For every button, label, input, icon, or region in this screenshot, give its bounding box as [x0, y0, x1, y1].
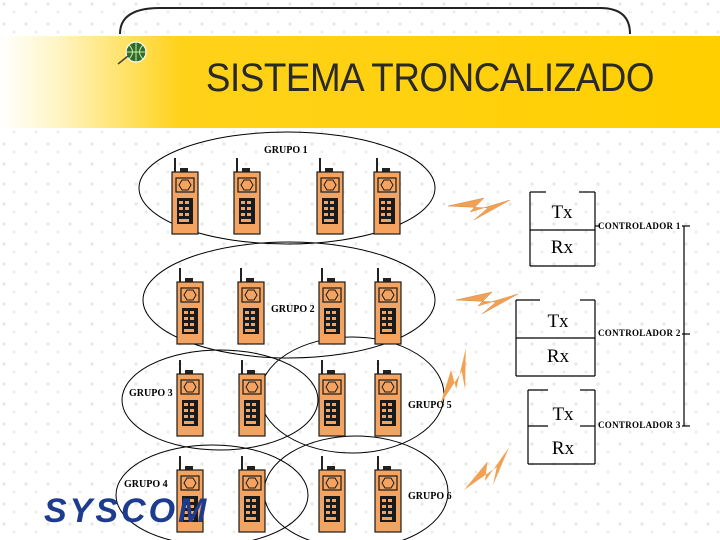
radio-icon: [238, 455, 266, 533]
lightning-icon: [440, 348, 466, 405]
svg-text:SYSCOM: SYSCOM: [44, 492, 209, 530]
title-band: [0, 36, 720, 128]
radio-icon: [374, 455, 402, 533]
radio-icon: [318, 359, 346, 437]
radio-icon: [318, 455, 346, 533]
group-1-ellipse: [138, 131, 436, 245]
station-1: Tx Rx: [529, 191, 600, 267]
station-2-tx: Tx: [547, 311, 569, 332]
station-3-rx: Rx: [552, 438, 575, 459]
controller-2-label: CONTROLADOR 2: [598, 328, 681, 338]
radio-icon: [171, 157, 199, 235]
radio-icon: [318, 267, 346, 345]
group-6-label: GRUPO 6: [408, 491, 452, 502]
radio-icon: [373, 157, 401, 235]
radio-icon: [316, 157, 344, 235]
group-3-label: GRUPO 3: [129, 388, 173, 399]
station-2: Tx Rx: [515, 299, 596, 377]
header-frame-curve: [119, 7, 631, 35]
station-2-rx: Rx: [547, 346, 570, 367]
group-6-ellipse: [263, 435, 449, 540]
globe-pointer: [117, 55, 129, 65]
station-1-tx: Tx: [551, 202, 573, 223]
group-1-label: GRUPO 1: [264, 145, 308, 156]
group-2-ellipse: [142, 241, 436, 359]
controller-3-label: CONTROLADOR 3: [598, 420, 681, 430]
radio-icon: [176, 359, 204, 437]
radio-icon: [237, 267, 265, 345]
lightning-icon: [464, 447, 510, 490]
group-3-ellipse: [121, 349, 319, 451]
radio-icon: [176, 267, 204, 345]
page-title: SISTEMA TRONCALIZADO: [205, 56, 655, 100]
radio-icon: [374, 267, 402, 345]
group-4-ellipse: [115, 444, 309, 540]
syscom-logo: SYSCOM: [44, 492, 209, 530]
radio-icon: [374, 359, 402, 437]
lightning-icon: [455, 291, 519, 315]
lightning-icon: [447, 197, 511, 221]
station-3: Tx Rx: [527, 389, 596, 465]
group-4-label: GRUPO 4: [124, 479, 168, 490]
station-1-rx: Rx: [551, 237, 574, 258]
globe-icon: [125, 41, 147, 63]
group-5-label: GRUPO 5: [408, 400, 452, 411]
radio-icon: [238, 359, 266, 437]
controller-1-label: CONTROLADOR 1: [598, 221, 681, 231]
station-3-tx: Tx: [552, 404, 574, 425]
radio-icon: [233, 157, 261, 235]
group-2-label: GRUPO 2: [271, 304, 315, 315]
